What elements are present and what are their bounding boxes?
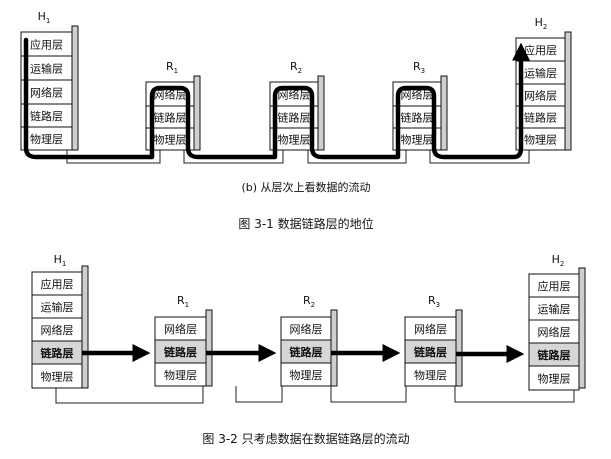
protocol-stack-depth: [330, 309, 338, 387]
host-h2: H2 应用层 运输层 网络层 链路层 物理层: [515, 16, 572, 151]
router-label: R1: [177, 294, 189, 309]
layer-label: 运输层: [524, 66, 557, 80]
layer-label: 物理层: [278, 133, 311, 147]
layer-box: [20, 31, 73, 57]
layer-label: 物理层: [524, 133, 557, 147]
host-h1: H1 应用层 运输层 网络层 链路层 物理层: [31, 253, 89, 389]
layer-label: 链路层: [154, 111, 187, 125]
layer-label: 网络层: [401, 88, 434, 102]
layer-label: 链路层: [278, 111, 311, 125]
layer-label: 链路层: [164, 345, 197, 359]
layer-box: [269, 127, 319, 151]
layer-label: 网络层: [154, 88, 187, 102]
router-label: R2: [303, 294, 315, 309]
layer-box: [404, 362, 457, 387]
figure-caption: 图 3-2 只考虑数据在数据链路层的流动: [202, 431, 409, 446]
layer-box: [20, 126, 73, 151]
physical-links: [66, 150, 530, 164]
protocol-stack-depth: [205, 309, 213, 387]
layer-label: 应用层: [41, 277, 74, 291]
protocol-stack-depth: [564, 31, 572, 151]
layer-label: 物理层: [30, 132, 63, 146]
layer-box: [528, 365, 580, 391]
layer-label: 物理层: [154, 133, 187, 147]
figure-caption: 图 3-1 数据链路层的地位: [238, 216, 373, 231]
figure-3-2: H1 应用层 运输层 网络层 链路层 物理层 R1 网络层 链路层 物理层: [31, 253, 586, 446]
data-flow-path: [23, 37, 530, 160]
layer-label: 网络层: [164, 322, 197, 336]
layer-box: [145, 127, 195, 151]
protocol-stack-depth: [81, 265, 89, 389]
layer-box: [392, 127, 442, 151]
link-layer-arrows: [82, 344, 525, 363]
router-label: R2: [290, 60, 302, 75]
layer-label: 网络层: [30, 86, 63, 100]
protocol-stack-depth: [71, 25, 79, 151]
router-r3: R3 网络层 链路层 物理层: [392, 60, 448, 151]
host-label: H2: [535, 16, 548, 31]
protocol-stack-depth: [317, 75, 325, 151]
layer-label: 网络层: [414, 322, 447, 336]
layer-box: [20, 79, 73, 105]
layer-box: [515, 127, 566, 151]
layer-label: 运输层: [30, 62, 63, 76]
router-r1: R1 网络层 链路层 物理层: [154, 294, 213, 387]
layer-label: 链路层: [30, 109, 63, 123]
host-h1: H1 应用层 运输层 网络层 链路层 物理层: [20, 10, 79, 151]
router-r2: R2 网络层 链路层 物理层: [269, 60, 325, 151]
host-h2: H2 应用层 运输层 网络层 链路层 物理层: [528, 253, 586, 391]
layer-label: 网络层: [538, 325, 571, 339]
layer-label: 运输层: [538, 302, 571, 316]
layer-label: 运输层: [41, 300, 74, 314]
protocol-stack-depth: [193, 75, 201, 151]
host-label: H1: [54, 253, 67, 268]
layer-label: 物理层: [538, 372, 571, 386]
layer-box: [154, 362, 207, 387]
layer-label: 链路层: [41, 346, 74, 360]
layer-label: 链路层: [524, 111, 557, 125]
host-label: H2: [552, 253, 565, 268]
router-label: R1: [166, 60, 178, 75]
router-r3: R3 网络层 链路层 物理层: [404, 294, 463, 387]
router-r2: R2 网络层 链路层 物理层: [280, 294, 338, 387]
protocol-stack-depth: [578, 267, 586, 389]
layer-label: 应用层: [538, 279, 571, 293]
protocol-stack-depth: [455, 309, 463, 387]
layer-box: [280, 362, 332, 387]
layer-label: 物理层: [401, 133, 434, 147]
layer-label: 链路层: [290, 345, 323, 359]
figure-3-1: H1 应用层 运输层 网络层 链路层 物理层 R1 网络层 链路层 物理层: [20, 10, 572, 231]
layer-label: 应用层: [524, 43, 557, 57]
layer-label: 物理层: [414, 368, 447, 382]
layer-label: 物理层: [290, 368, 323, 382]
router-label: R3: [413, 60, 425, 75]
layer-label: 网络层: [41, 323, 74, 337]
layer-label: 物理层: [164, 368, 197, 382]
router-label: R3: [428, 294, 440, 309]
layer-label: 物理层: [41, 370, 74, 384]
layer-label: 应用层: [30, 38, 63, 52]
layer-label: 链路层: [401, 111, 434, 125]
layer-label: 网络层: [278, 88, 311, 102]
layer-label: 网络层: [524, 89, 557, 103]
layer-label: 网络层: [290, 322, 323, 336]
layer-label: 链路层: [538, 348, 571, 362]
physical-links: [55, 386, 575, 404]
protocol-stack-depth: [440, 75, 448, 151]
host-label: H1: [38, 10, 51, 25]
layer-label: 链路层: [414, 345, 447, 359]
layer-box: [31, 363, 83, 389]
subcaption: (b) 从层次上看数据的流动: [241, 180, 370, 194]
